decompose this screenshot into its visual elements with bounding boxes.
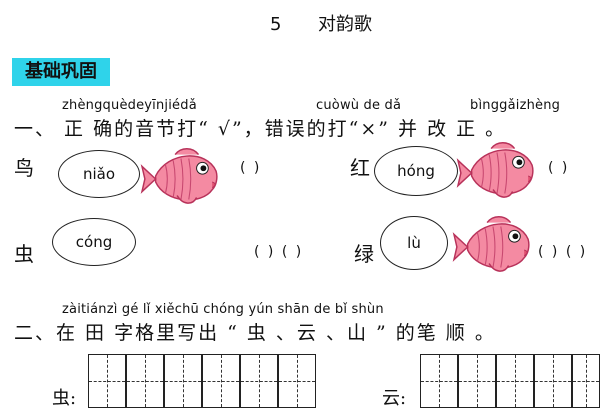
- tianzige-cell[interactable]: [572, 354, 600, 408]
- tianzige-cell[interactable]: [458, 354, 496, 408]
- q1-pinyin-a: zhèngquèdeyīnjiédǎ: [62, 98, 197, 113]
- section-label: 基础巩固: [12, 58, 110, 86]
- label-yun: 云:: [382, 388, 407, 409]
- char-chong: 虫: [14, 242, 34, 266]
- fish-icon: [141, 147, 218, 204]
- q1-pinyin-c: bìnggǎizhèng: [470, 98, 561, 113]
- answer-paren-lv[interactable]: ( ) ( ): [538, 244, 588, 260]
- lesson-number: 5: [270, 14, 282, 35]
- tianzige-cell[interactable]: [420, 354, 458, 408]
- char-hong: 红: [350, 156, 370, 180]
- tianzige-cell[interactable]: [496, 354, 534, 408]
- answer-paren-niao[interactable]: ( ): [240, 160, 262, 176]
- tianzige-cell[interactable]: [240, 354, 278, 408]
- tianzige-cell[interactable]: [88, 354, 126, 408]
- tianzige-cell[interactable]: [202, 354, 240, 408]
- fish-icon: [453, 215, 530, 272]
- lesson-header: 5 对韵歌: [270, 10, 372, 36]
- tianzige-cell[interactable]: [164, 354, 202, 408]
- answer-paren-hong[interactable]: ( ): [548, 160, 570, 176]
- char-niao: 鸟: [14, 156, 34, 180]
- q2-pinyin: zàitiánzì gé lǐ xiěchū chóng yún shān de…: [62, 302, 384, 317]
- q2-instruction: 二、在 田 字格里写出 “ 虫 、云 、山 ” 的笔 顺 。: [14, 322, 496, 344]
- tianzige-cell[interactable]: [534, 354, 572, 408]
- label-chong: 虫:: [52, 388, 77, 409]
- answer-paren-chong[interactable]: ( ) ( ): [254, 244, 304, 260]
- pinyin-oval-lu: lù: [380, 216, 448, 270]
- lesson-title: 对韵歌: [318, 14, 372, 35]
- char-lv: 绿: [354, 242, 374, 266]
- q1-pinyin-b: cuòwù de dǎ: [316, 98, 402, 113]
- pinyin-oval-hong: hóng: [374, 146, 458, 196]
- pinyin-oval-cong: cóng: [52, 218, 136, 266]
- tianzige-cell[interactable]: [278, 354, 316, 408]
- tianzige-cell[interactable]: [126, 354, 164, 408]
- fish-icon: [457, 141, 534, 198]
- q1-instruction: 一、 正 确的音节打“ √”，错误的打“×” 并 改 正 。: [14, 118, 507, 140]
- pinyin-oval-niao: niǎo: [58, 150, 140, 198]
